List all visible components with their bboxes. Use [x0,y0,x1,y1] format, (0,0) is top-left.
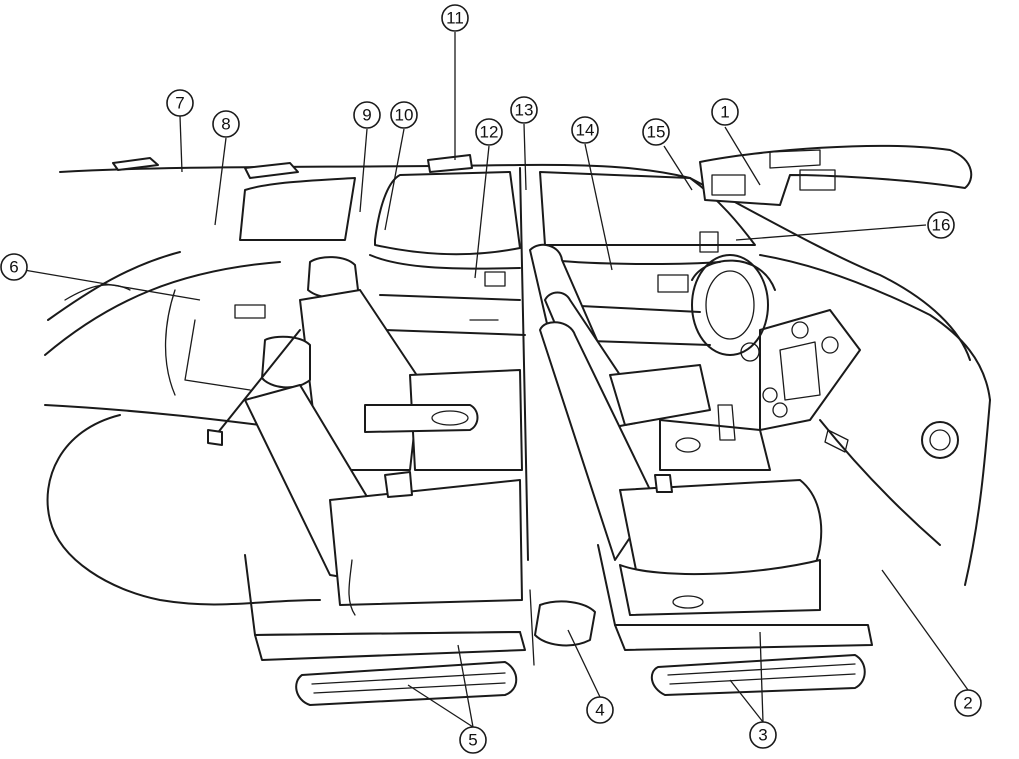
callout-9-label: 9 [362,106,371,125]
callout-1: 1 [711,98,739,126]
callout-7-label: 7 [175,94,184,113]
callout-11-label: 11 [446,9,464,28]
windows [239,171,756,256]
callout-10: 10 [390,101,418,129]
callout-4: 4 [586,696,614,724]
callout-6: 6 [0,253,28,281]
rear-seat [207,256,523,616]
callout-11: 11 [441,4,469,32]
center-console [659,404,771,471]
callout-7: 7 [166,89,194,117]
floor-and-scuff-plates [244,544,873,706]
instrument-panel [691,254,991,586]
callout-2: 2 [954,689,982,717]
callout-2-label: 2 [963,694,972,713]
callout-13: 13 [510,96,538,124]
callout-12: 12 [475,118,503,146]
callout-12-label: 12 [480,123,499,142]
callout-8-label: 8 [221,115,230,134]
callout-9: 9 [353,101,381,129]
callout-3-label: 3 [758,726,767,745]
callout-15-label: 15 [647,123,666,142]
callout-14-label: 14 [576,121,595,140]
callout-1-label: 1 [720,103,729,122]
callout-4-label: 4 [595,701,604,720]
callout-10-label: 10 [395,106,414,125]
callout-15: 15 [642,118,670,146]
leader-lines [23,32,969,728]
callout-6-label: 6 [9,258,18,277]
callout-13-label: 13 [515,101,534,120]
callout-5: 5 [459,726,487,754]
callout-16: 16 [927,211,955,239]
callout-8: 8 [212,110,240,138]
doors [234,167,721,561]
callout-3: 3 [749,721,777,749]
callout-14: 14 [571,116,599,144]
callout-5-label: 5 [468,731,477,750]
callout-16-label: 16 [932,216,951,235]
front-seats [529,243,823,616]
sunvisor-overhead [112,144,973,206]
